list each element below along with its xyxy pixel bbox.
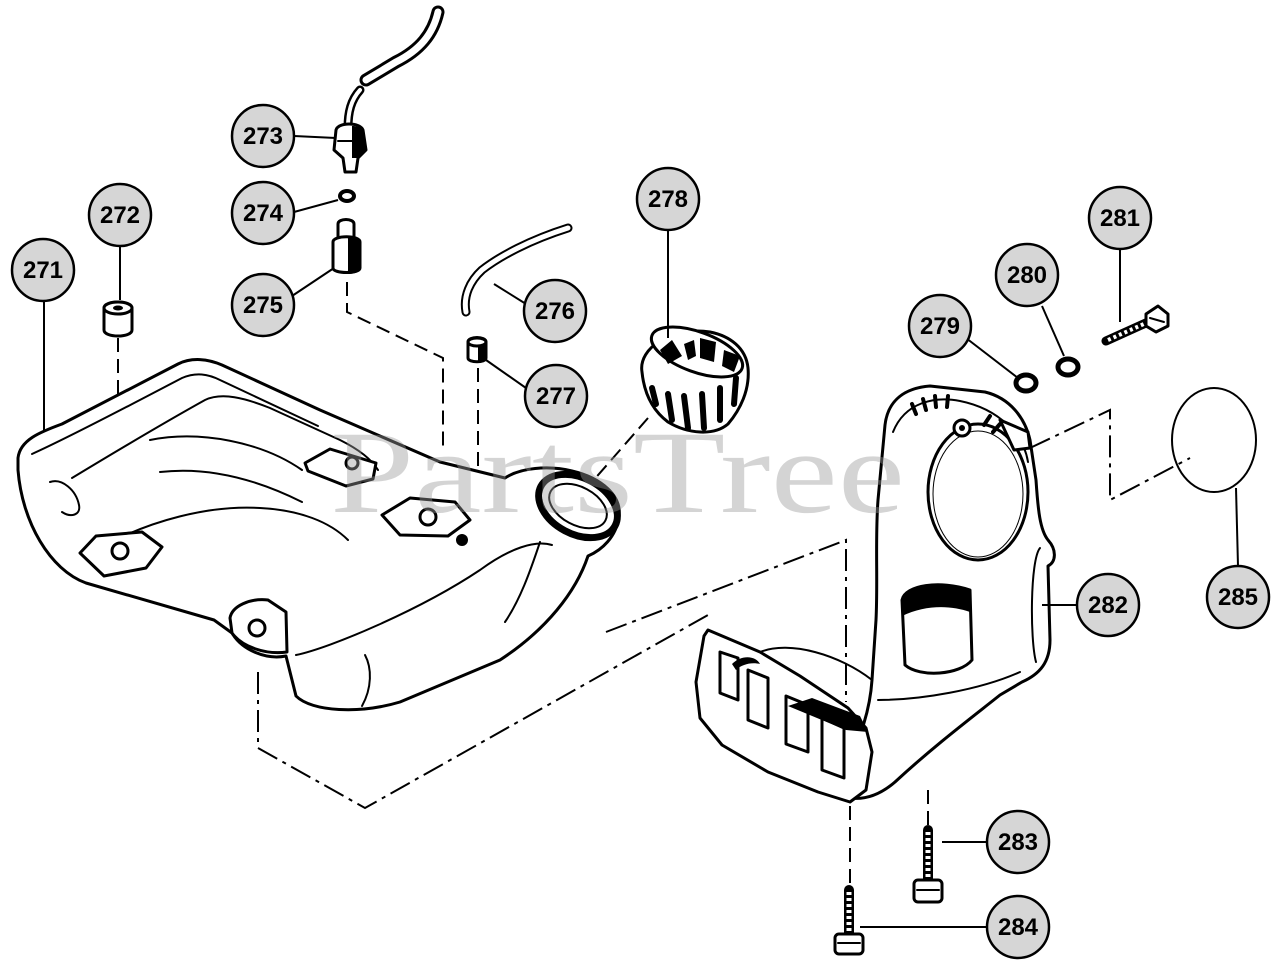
- fuel-cap: [640, 325, 750, 434]
- callout-272: 272: [87, 182, 153, 248]
- screw-281: [1101, 304, 1170, 346]
- callout-label: 285: [1218, 584, 1258, 611]
- mount-hole: [110, 541, 130, 561]
- vent-plug: [466, 336, 488, 364]
- tank-mount-plate: [303, 447, 378, 488]
- cover-vent-slits: [910, 394, 1002, 434]
- mount-hole: [344, 455, 360, 471]
- fuel-tank: [16, 358, 621, 712]
- callout-label: 279: [920, 313, 960, 340]
- callout-279: 279: [907, 293, 973, 359]
- tank-port: [456, 534, 468, 546]
- callout-284: 284: [985, 894, 1051, 960]
- callout-273: 273: [230, 103, 296, 169]
- screw-283: [912, 825, 944, 904]
- fuel-line-grommet: [331, 218, 362, 274]
- callout-281: 281: [1087, 185, 1153, 251]
- vent-tube: [460, 223, 573, 317]
- fuel-filter: [332, 122, 368, 174]
- callout-280: 280: [994, 242, 1060, 308]
- callout-label: 277: [536, 383, 576, 410]
- callout-276: 276: [522, 278, 588, 344]
- callout-label: 284: [998, 914, 1039, 941]
- callout-label: 273: [243, 123, 283, 150]
- tank-grommet: [102, 300, 134, 338]
- callout-282: 282: [1075, 572, 1141, 638]
- callout-271: 271: [10, 237, 76, 303]
- callout-283: 283: [985, 809, 1051, 875]
- cover-opening: [926, 422, 1030, 562]
- callout-label: 281: [1100, 205, 1140, 232]
- tank-cover: [694, 384, 1056, 804]
- callout-278: 278: [635, 166, 701, 232]
- callout-label: 271: [23, 257, 63, 284]
- callout-label: 280: [1007, 262, 1047, 289]
- callout-label: 278: [648, 186, 688, 213]
- cover-gasket: [1171, 387, 1257, 493]
- callout-label: 283: [998, 829, 1038, 856]
- fuel-line-ring: [338, 189, 356, 203]
- washer-279: [1013, 372, 1039, 394]
- callout-label: 275: [243, 292, 283, 319]
- assembly-line-gasket: [1029, 408, 1191, 502]
- mount-hole: [247, 618, 267, 638]
- callout-285: 285: [1205, 564, 1271, 630]
- callout-label: 272: [100, 202, 140, 229]
- callout-label: 276: [535, 298, 575, 325]
- callout-277: 277: [523, 363, 589, 429]
- callout-label: 282: [1088, 592, 1128, 619]
- assembly-line-tank-lower: [257, 614, 709, 810]
- assembly-lines: [117, 282, 1191, 886]
- mount-hole: [418, 507, 438, 527]
- watermark: PartsTree: [330, 407, 905, 538]
- assembly-line-tank-cover: [605, 538, 847, 702]
- callout-275: 275: [230, 272, 296, 338]
- callout-274: 274: [230, 180, 296, 246]
- callout-label: 274: [243, 200, 284, 227]
- assembly-line-cap: [584, 417, 649, 491]
- cover-tab: [998, 418, 1032, 452]
- callout-leaders: [43, 135, 1239, 928]
- fuel-line-hose: [343, 5, 445, 133]
- assembly-line-grommet-275: [346, 282, 444, 448]
- screw-284: [833, 885, 865, 956]
- tank-filler-opening: [548, 482, 608, 530]
- washer-280: [1055, 356, 1081, 378]
